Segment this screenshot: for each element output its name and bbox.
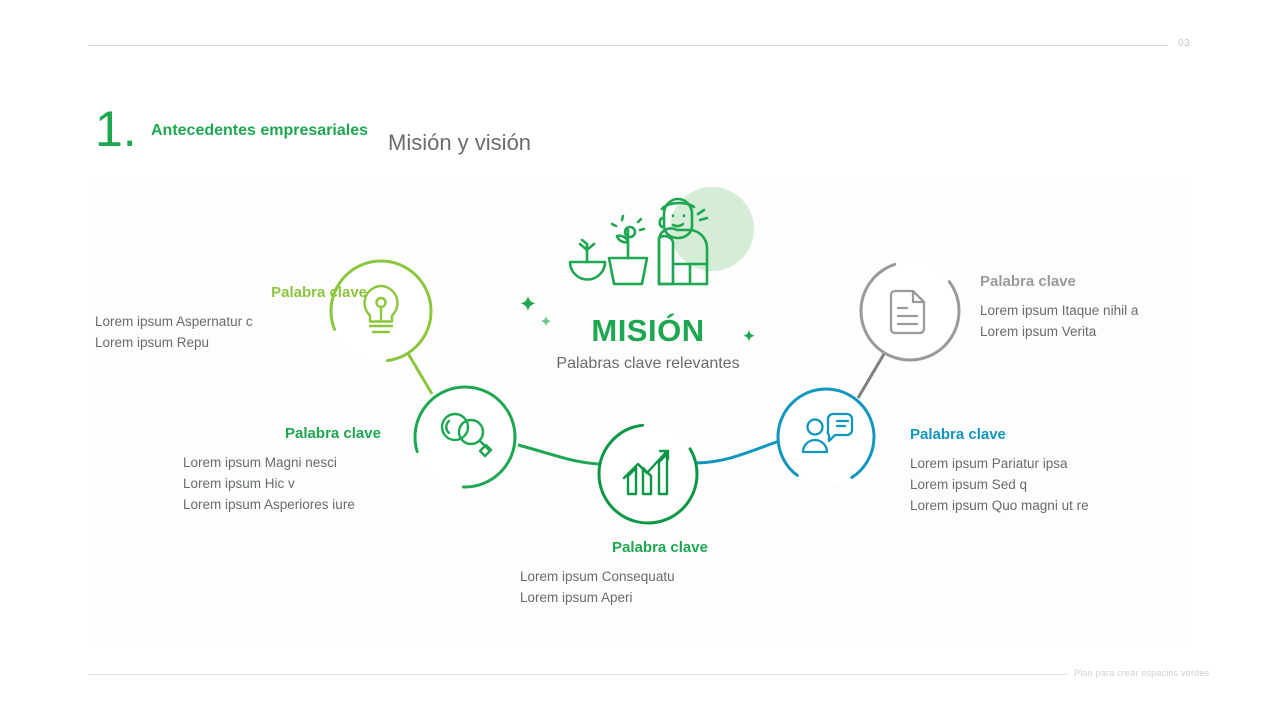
magnifier-search-icon (440, 412, 493, 458)
node-growth[interactable] (597, 423, 699, 525)
keypoint-line: Lorem ipsum Repu (95, 335, 210, 350)
person-speech-bubble-icon (801, 412, 854, 454)
node-communication-ring (776, 387, 876, 487)
connector-1-2 (404, 349, 434, 395)
sprout-bowl (568, 260, 607, 281)
keypoint-line: Lorem ipsum Itaque nihil a (980, 303, 1139, 318)
keypoint-line: Lorem ipsum Magni nesci (183, 455, 337, 470)
node-idea[interactable] (329, 259, 433, 363)
keypoint-line: Lorem ipsum Verita (980, 324, 1097, 339)
node-document[interactable] (859, 260, 961, 362)
flower-pot (607, 256, 649, 286)
keypoint-line: Lorem ipsum Sed q (910, 477, 1028, 492)
gardener-body (657, 227, 709, 286)
connector-4-5 (856, 353, 886, 399)
keypoint-line: Lorem ipsum Hic v (183, 476, 295, 491)
mission-title: MISIÓN (591, 313, 705, 348)
keypoint-body: Lorem ipsum Aspernatur c Lorem ipsum Rep… (95, 311, 395, 353)
keypoint-line: Lorem ipsum Aperi (520, 590, 633, 605)
header-divider (88, 45, 1168, 46)
step-number: 1. (95, 101, 137, 157)
keypoint-line: Lorem ipsum Pariatur ipsa (910, 456, 1068, 471)
connector-3-4 (696, 438, 783, 465)
connector-2-3 (517, 443, 600, 466)
keypoint-block-document: Palabra clave Lorem ipsum Itaque nihil a… (980, 274, 1280, 342)
keypoint-heading: Palabra clave (910, 426, 1006, 443)
keypoint-body: Lorem ipsum Pariatur ipsa Lorem ipsum Se… (910, 453, 1230, 516)
keypoint-line: Lorem ipsum Asperiores iure (183, 497, 355, 512)
growth-bar-chart-icon (622, 449, 670, 496)
keypoint-body: Lorem ipsum Itaque nihil a Lorem ipsum V… (980, 300, 1280, 342)
mission-subtitle: Palabras clave relevantes (556, 355, 740, 372)
keypoint-block-communication: Palabra clave Lorem ipsum Pariatur ipsa … (910, 427, 1230, 516)
node-communication[interactable] (776, 387, 876, 487)
keypoint-line: Lorem ipsum Quo magni ut re (910, 498, 1089, 513)
sparkle-right-icon (743, 330, 755, 342)
keypoint-block-growth: Palabra clave Lorem ipsum Consequatu Lor… (520, 540, 800, 608)
content-panel (88, 176, 1192, 646)
keypoint-body: Lorem ipsum Consequatu Lorem ipsum Aperi (520, 566, 800, 608)
keypoint-line: Lorem ipsum Aspernatur c (95, 314, 253, 329)
keypoint-body: Lorem ipsum Magni nesci Lorem ipsum Hic … (183, 452, 483, 515)
section-eyebrow: Antecedentes empresariales (151, 122, 368, 139)
lightbulb-icon (363, 284, 399, 334)
keypoint-heading: Palabra clave (980, 273, 1076, 290)
keypoint-heading: Palabra clave (271, 284, 367, 301)
page-title: Misión y visión (388, 130, 532, 155)
keypoint-line: Lorem ipsum Consequatu (520, 569, 675, 584)
gardener-head (662, 197, 694, 240)
sparkle-icon (520, 296, 536, 311)
footer-divider (88, 674, 1068, 675)
sparkle-small-icon (540, 316, 552, 327)
node-research[interactable] (413, 385, 517, 489)
document-page-icon (889, 289, 926, 335)
keypoint-heading: Palabra clave (285, 425, 381, 442)
gardener-illustration (568, 187, 754, 286)
keypoint-heading: Palabra clave (612, 539, 708, 556)
node-document-ring (859, 260, 961, 362)
keypoint-block-research: Palabra clave Lorem ipsum Magni nesci Lo… (183, 426, 483, 515)
page-number: 03 (1178, 38, 1191, 49)
keypoint-block-idea: Palabra clave Lorem ipsum Aspernatur c L… (95, 285, 395, 353)
footer-text: Plan para crear espacios verdes (1074, 668, 1210, 678)
